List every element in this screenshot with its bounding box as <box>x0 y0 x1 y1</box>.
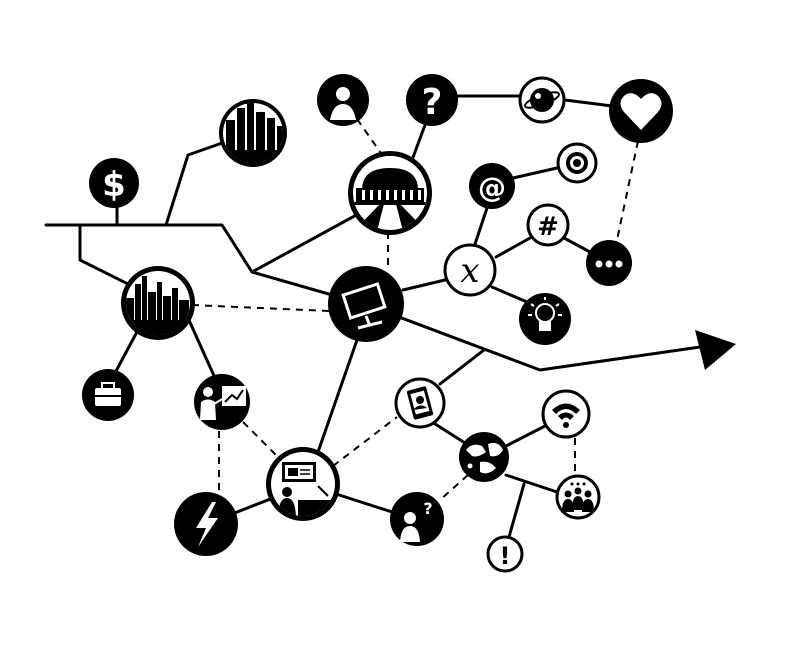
dots-node[interactable] <box>586 240 632 286</box>
bulb-node[interactable] <box>519 293 571 345</box>
connector-building <box>250 211 362 274</box>
wifi-node[interactable] <box>541 389 591 439</box>
city-top-node[interactable] <box>219 99 292 170</box>
connector-city-left <box>78 223 132 287</box>
dashed-connectors <box>191 118 639 501</box>
presenter-node[interactable] <box>194 374 250 430</box>
exclaim-node[interactable]: ! <box>486 535 524 573</box>
dashed-presenter-meeting <box>242 421 279 458</box>
crowd-node[interactable] <box>555 474 601 520</box>
connector-globe-exclaim <box>507 482 526 539</box>
hash-icon: # <box>537 212 559 242</box>
monitor-icon <box>341 282 387 330</box>
dashed-cityleft-monitor <box>191 304 330 312</box>
connector-globe-wifi <box>504 424 547 448</box>
connector-monitor-x <box>401 278 447 292</box>
bolt-node[interactable] <box>174 492 238 556</box>
connector-cityleft-presenter <box>186 316 217 380</box>
phone-icon <box>406 386 434 420</box>
connector-city-top <box>164 140 227 227</box>
building-node[interactable] <box>348 150 432 235</box>
at-icon: @ <box>478 171 506 204</box>
heart-node[interactable] <box>609 79 673 143</box>
connectors <box>44 94 702 539</box>
main-arrow-line <box>44 223 702 372</box>
presenter-icon <box>200 386 246 420</box>
connector-globe-crowd <box>504 473 559 494</box>
question-node[interactable]: ? <box>406 74 458 126</box>
connector-x-at <box>473 206 489 246</box>
lightning-icon <box>196 502 218 547</box>
at-node[interactable]: @ <box>469 163 515 209</box>
connector-hash-dots <box>562 236 592 254</box>
planet-node[interactable] <box>518 76 566 124</box>
dollar-node[interactable]: $ <box>89 158 139 208</box>
connector-meeting-thinker <box>331 491 394 514</box>
city-skyline-icon <box>126 276 190 335</box>
phone-node[interactable] <box>394 377 446 429</box>
connector-question-building <box>410 123 427 162</box>
thinker-node[interactable]: ? <box>390 492 444 546</box>
connector-x-bulb <box>490 285 529 304</box>
lightbulb-icon <box>528 297 562 331</box>
target-node[interactable] <box>556 142 598 184</box>
wifi-icon <box>552 403 580 428</box>
connector-at-target <box>511 166 559 180</box>
crowd-icon <box>562 482 594 512</box>
connector-monitor-meeting <box>316 338 359 454</box>
connector-phone-arrow <box>438 348 486 386</box>
dashed-meeting-phone <box>332 416 398 467</box>
exclamation-icon: ! <box>500 542 511 570</box>
planet-icon <box>523 88 561 112</box>
dashed-globe-thinker <box>439 474 469 501</box>
city-left-node[interactable] <box>121 266 195 340</box>
thinking-person-icon: ? <box>400 499 433 542</box>
person-icon <box>330 87 356 120</box>
arrow-head <box>695 330 736 370</box>
dashed-person-building <box>356 118 384 157</box>
briefcase-icon <box>95 382 121 406</box>
meeting-node[interactable] <box>266 447 340 521</box>
dollar-icon: $ <box>102 165 126 205</box>
connector-cityleft-briefcase <box>113 328 140 375</box>
connector-meeting-bolt <box>230 496 275 516</box>
question-icon: ? <box>422 82 443 123</box>
heart-icon <box>620 93 662 130</box>
svg-text:?: ? <box>423 499 432 518</box>
globe-node[interactable] <box>459 432 509 482</box>
briefcase-node[interactable] <box>82 369 134 421</box>
hash-node[interactable]: # <box>526 203 570 247</box>
globe-icon <box>466 442 503 474</box>
connector-x-hash <box>494 236 532 259</box>
target-icon <box>566 152 588 174</box>
connector-phone-globe <box>430 420 467 445</box>
more-dots-icon <box>595 260 623 268</box>
connector-planet-heart <box>563 98 614 108</box>
x-symbol-icon: x <box>460 251 479 291</box>
dashed-heart-dots <box>616 140 639 241</box>
x-node[interactable]: x <box>443 243 497 297</box>
person-top-node[interactable] <box>317 74 369 126</box>
monitor-node[interactable] <box>328 266 404 342</box>
